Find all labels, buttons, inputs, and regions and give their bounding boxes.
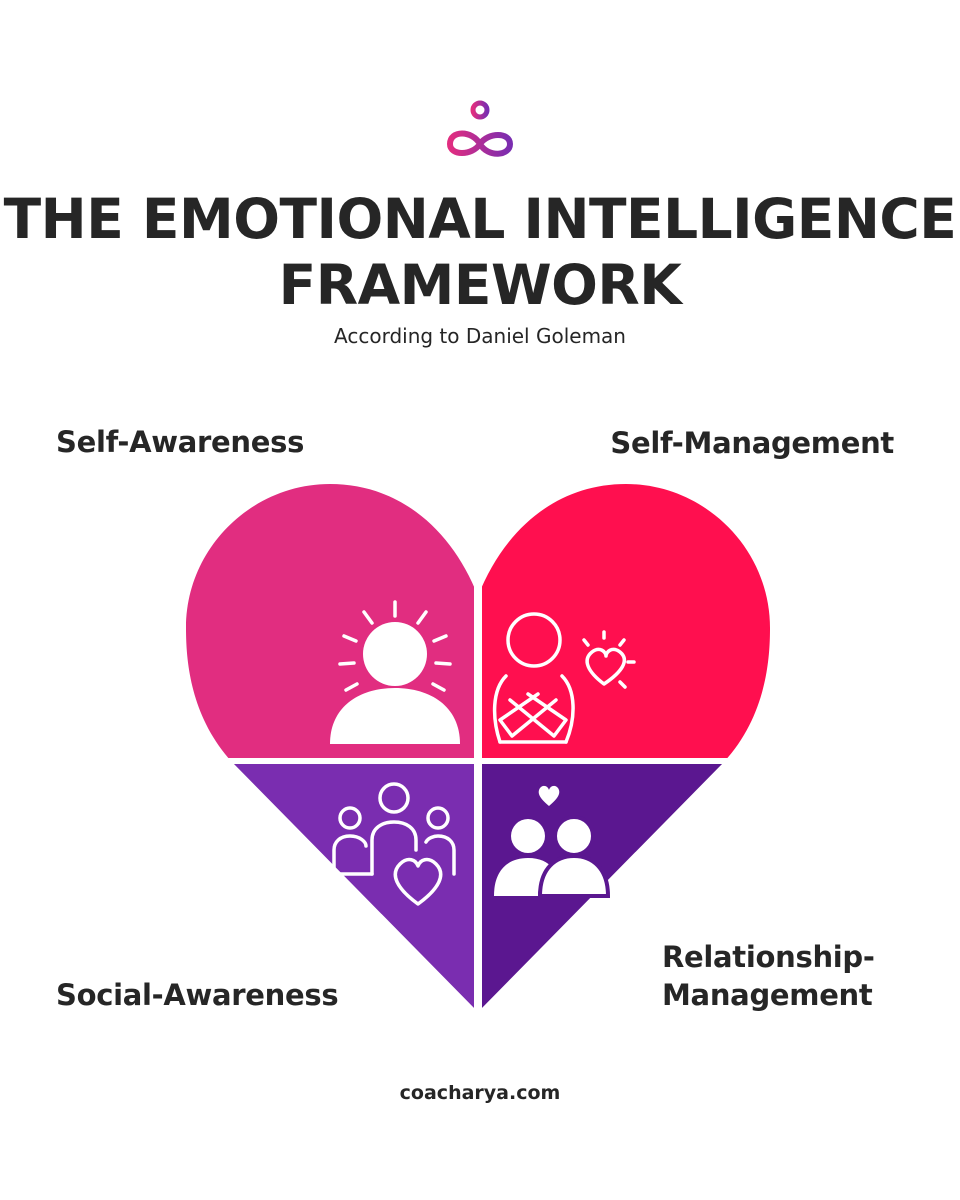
page-subtitle: According to Daniel Goleman <box>334 324 626 348</box>
group-with-heart-icon <box>332 782 456 906</box>
relationship-management-label: Relationship- Management <box>662 938 875 1014</box>
relationship-management-label-line-2: Management <box>662 978 873 1012</box>
person-radiant-icon <box>330 600 460 744</box>
couple-with-heart-icon <box>494 785 611 898</box>
relationship-management-quadrant <box>482 764 770 1012</box>
title-line-1: THE EMOTIONAL INTELLIGENCE <box>3 187 957 251</box>
page-title: THE EMOTIONAL INTELLIGENCE FRAMEWORK <box>0 186 960 318</box>
social-awareness-quadrant <box>186 764 474 1012</box>
self-management-quadrant <box>482 484 770 758</box>
self-management-label: Self-Management <box>610 426 894 460</box>
relationship-management-label-line-1: Relationship- <box>662 940 875 974</box>
title-line-2: FRAMEWORK <box>278 253 682 317</box>
footer-website: coacharya.com <box>399 1082 561 1104</box>
social-awareness-label: Social-Awareness <box>56 978 339 1012</box>
meditating-figure-infinity-logo <box>447 100 513 157</box>
person-hugging-heart-icon <box>492 612 636 744</box>
self-awareness-label: Self-Awareness <box>56 425 305 459</box>
